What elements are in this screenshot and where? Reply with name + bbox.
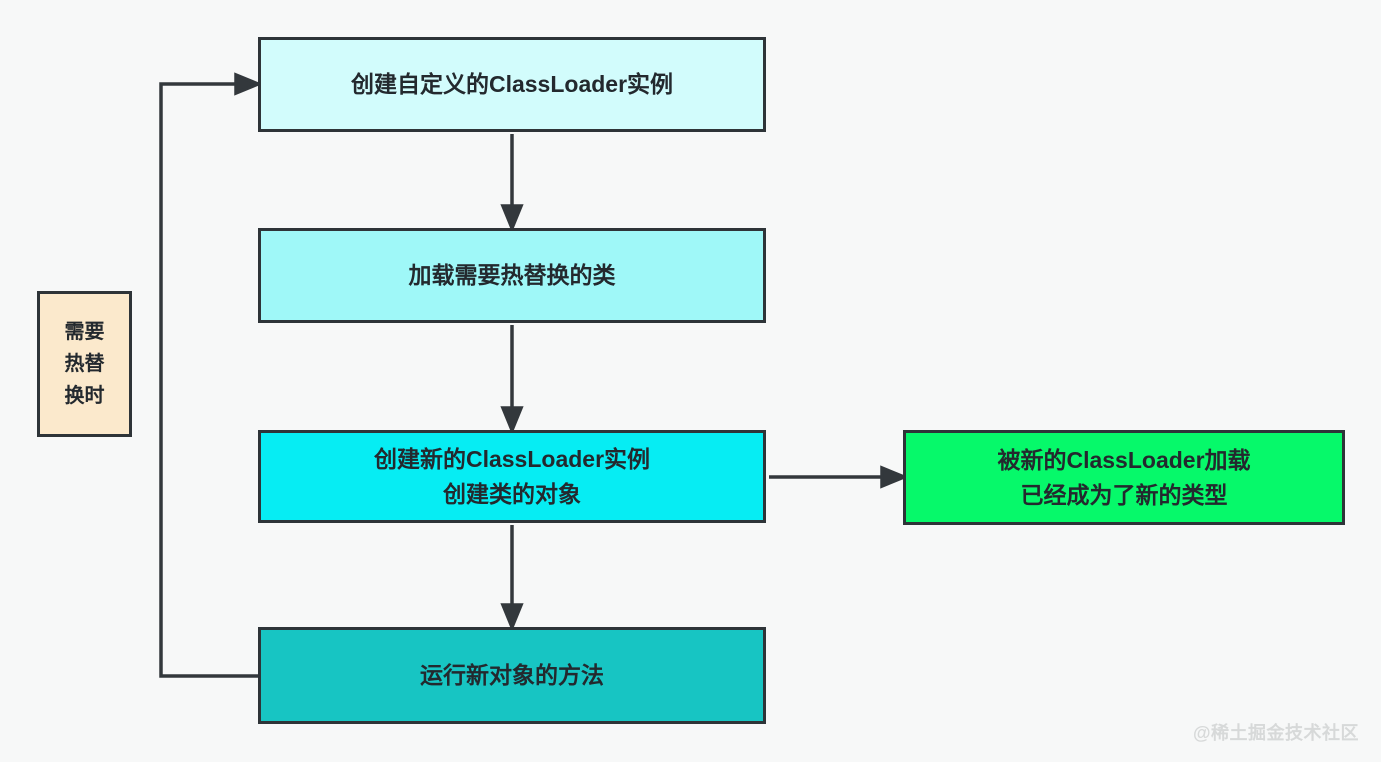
arrow-line bbox=[159, 82, 258, 678]
arrowhead-icon bbox=[500, 603, 524, 632]
node-label: 需要热替换时 bbox=[64, 321, 105, 407]
watermark: @稀土掘金技术社区 bbox=[1193, 723, 1360, 743]
arrowhead-icon bbox=[500, 204, 524, 233]
arrow-create-to-load bbox=[500, 134, 524, 233]
node-loaded-by-new-classloader: 被新的ClassLoader加载 已经成为了新的类型 bbox=[903, 430, 1345, 525]
node-label: 运行新对象的方法 bbox=[420, 662, 604, 689]
arrowhead-icon bbox=[880, 465, 909, 489]
node-label: 创建新的ClassLoader实例 创建类的对象 bbox=[373, 446, 651, 507]
arrow-newloader-to-loaded bbox=[769, 465, 909, 489]
node-create-new-classloader: 创建新的ClassLoader实例 创建类的对象 bbox=[258, 430, 766, 523]
arrowhead-icon bbox=[500, 406, 524, 435]
arrow-run-to-create-loop bbox=[159, 72, 263, 678]
node-load-hot-swap-classes: 加载需要热替换的类 bbox=[258, 228, 766, 323]
arrowhead-icon bbox=[234, 72, 263, 96]
arrow-load-to-newloader bbox=[500, 325, 524, 435]
node-run-new-object-method: 运行新对象的方法 bbox=[258, 627, 766, 724]
arrow-newloader-to-run bbox=[500, 525, 524, 632]
node-label: 被新的ClassLoader加载 已经成为了新的类型 bbox=[997, 447, 1251, 508]
node-hot-swap-timing-note: 需要热替换时 bbox=[37, 291, 132, 437]
node-label: 加载需要热替换的类 bbox=[408, 262, 616, 289]
node-label: 创建自定义的ClassLoader实例 bbox=[350, 71, 674, 98]
node-create-custom-classloader: 创建自定义的ClassLoader实例 bbox=[258, 37, 766, 132]
